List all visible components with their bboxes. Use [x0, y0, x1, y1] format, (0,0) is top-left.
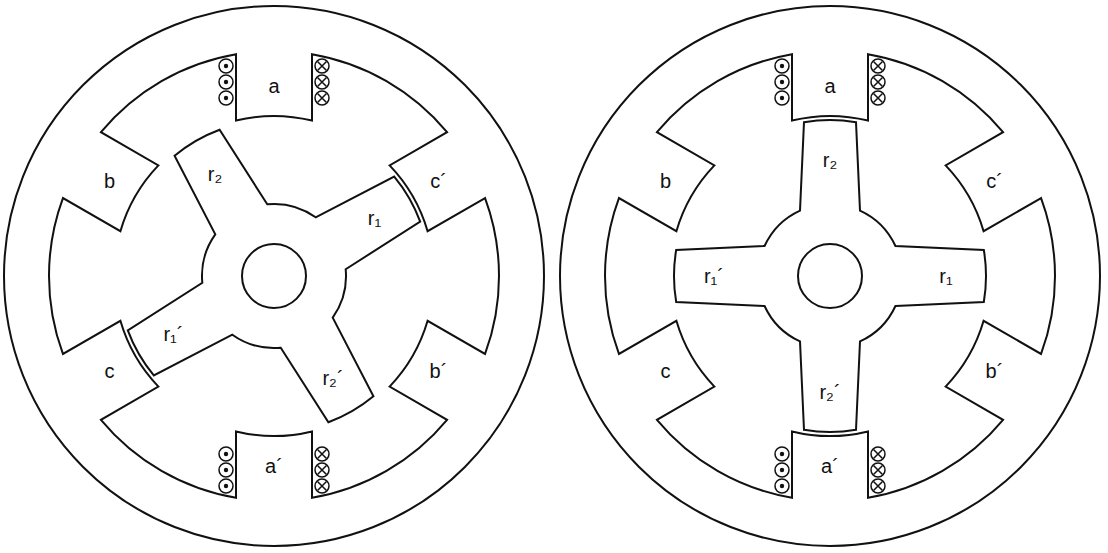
coil-conductor: [219, 447, 233, 461]
stator-pole-label: c: [661, 361, 671, 381]
coil-conductor: [315, 447, 329, 461]
current-in-cross: [318, 94, 327, 103]
coil-conductor: [775, 75, 789, 89]
stator-outline: [560, 6, 1100, 546]
coil-conductor: [775, 91, 789, 105]
current-in-cross: [318, 78, 327, 87]
current-in-cross: [318, 450, 327, 459]
stator-poles: [605, 54, 1055, 498]
current-out-dot: [780, 484, 784, 488]
coil-conductor: [775, 59, 789, 73]
current-in-cross: [874, 62, 883, 71]
current-out-dot: [224, 468, 228, 472]
current-in-cross: [874, 482, 883, 491]
current-in-cross: [874, 466, 883, 475]
coil-conductor: [315, 91, 329, 105]
rotor-pole-label: r₂: [823, 150, 837, 170]
coil-conductor: [219, 463, 233, 477]
current-out-dot: [224, 96, 228, 100]
current-in-cross: [874, 450, 883, 459]
stator-pole-label: b´: [986, 361, 1004, 381]
stator-pole-label: b: [104, 171, 115, 191]
coil-conductor: [315, 463, 329, 477]
coil-conductor: [775, 479, 789, 493]
rotor: [128, 130, 420, 422]
current-out-dot: [224, 484, 228, 488]
stator-poles: [49, 54, 499, 498]
current-out-dot: [780, 80, 784, 84]
current-in-cross: [318, 482, 327, 491]
coil-conductor: [871, 447, 885, 461]
current-in-cross: [874, 94, 883, 103]
current-out-dot: [780, 64, 784, 68]
stator-pole-label: c´: [430, 171, 447, 191]
stator-outline: [4, 6, 544, 546]
coil-conductor: [871, 75, 885, 89]
rotor-pole-label: r₁´: [163, 324, 183, 344]
coil-conductor: [315, 75, 329, 89]
rotor-pole-label: r₂´: [819, 382, 840, 402]
stator-pole-label: c´: [986, 171, 1003, 191]
coil-conductor: [315, 479, 329, 493]
coil-conductor: [775, 463, 789, 477]
coil-conductor: [219, 479, 233, 493]
stator-pole-label: c: [105, 361, 115, 381]
coil-conductor: [871, 479, 885, 493]
coil-conductor: [871, 91, 885, 105]
stator-pole-label: a´: [821, 456, 839, 476]
coil-conductor: [315, 59, 329, 73]
current-out-dot: [224, 64, 228, 68]
rotor-pole-label: r₁: [939, 266, 952, 286]
rotor: [674, 120, 986, 432]
shaft: [798, 244, 862, 308]
current-in-cross: [874, 78, 883, 87]
motor-cross-section: [4, 6, 544, 546]
current-out-dot: [780, 452, 784, 456]
rotor-pole-label: r₁´: [704, 266, 724, 286]
rotor-pole-label: r₁: [368, 208, 381, 228]
rotor-pole-label: r₂´: [322, 368, 343, 388]
stator-pole-label: a´: [265, 456, 283, 476]
coil-conductor: [775, 447, 789, 461]
current-in-cross: [318, 466, 327, 475]
current-out-dot: [224, 452, 228, 456]
current-in-cross: [318, 62, 327, 71]
coil-conductor: [871, 463, 885, 477]
coil-conductor: [219, 59, 233, 73]
stator-pole-label: a: [824, 76, 835, 96]
motor-cross-section: [560, 6, 1100, 546]
coil-conductor: [219, 91, 233, 105]
current-out-dot: [780, 96, 784, 100]
shaft: [242, 244, 306, 308]
current-out-dot: [224, 80, 228, 84]
stator-pole-label: b: [660, 171, 671, 191]
stator-pole-label: b´: [430, 361, 448, 381]
coil-conductor: [219, 75, 233, 89]
stator-pole-label: a: [268, 76, 279, 96]
rotor-pole-label: r₂: [208, 164, 222, 184]
current-out-dot: [780, 468, 784, 472]
coil-conductor: [871, 59, 885, 73]
